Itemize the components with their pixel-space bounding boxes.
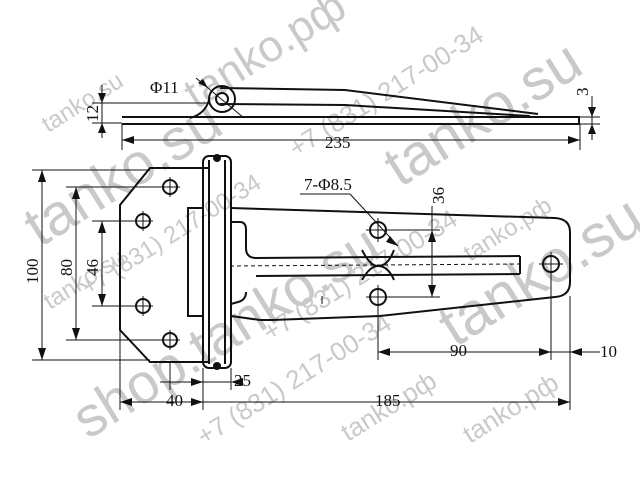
hole-crosshairs <box>133 177 563 350</box>
label-leaf-40: 40 <box>166 391 183 410</box>
label-overall-length: 235 <box>325 133 351 152</box>
side-view <box>92 77 600 150</box>
label-hole-spacing-36: 36 <box>429 187 448 204</box>
label-offset-90: 90 <box>450 341 467 360</box>
label-strap-185: 185 <box>375 391 401 410</box>
label-pin-diameter: Φ11 <box>150 78 179 97</box>
label-knuckle-25: 25 <box>234 371 251 390</box>
side-view-pin <box>215 92 229 106</box>
watermark-site: tanko.рф <box>457 367 563 449</box>
label-height-46: 46 <box>83 259 102 276</box>
side-view-arrows <box>98 79 596 144</box>
side-view-flat-leaf <box>122 116 580 125</box>
strap-leaf <box>187 207 571 321</box>
label-height-100: 100 <box>23 259 42 285</box>
label-height-80: 80 <box>57 259 76 276</box>
watermark-layer: tanko.su tanko.рф +7 (831) 217-00-34 tan… <box>12 0 640 451</box>
dimension-arrows <box>38 170 582 406</box>
strap-center-rib <box>230 221 521 305</box>
dimension-lines <box>32 169 600 410</box>
side-view-strap <box>219 87 539 117</box>
label-holes: 7-Φ8.5 <box>304 175 352 194</box>
side-view-knuckle <box>208 85 236 113</box>
label-offset-10: 10 <box>600 342 617 361</box>
label-thickness-12: 12 <box>83 105 102 122</box>
left-leaf-plate <box>119 167 208 363</box>
label-thickness-3: 3 <box>573 88 592 97</box>
dimension-labels: Φ11 12 3 235 7-Φ8.5 36 100 80 46 90 10 2… <box>23 78 617 410</box>
